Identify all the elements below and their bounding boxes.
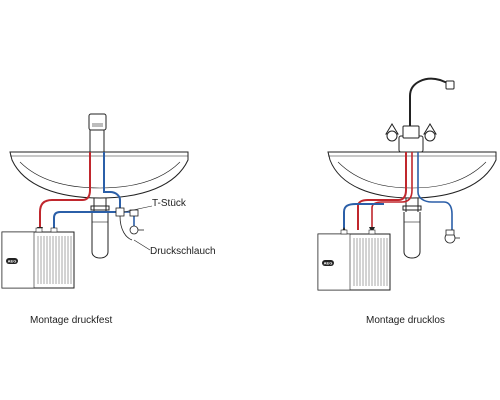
cold-supply-pipe-right: [417, 152, 453, 232]
drain-trap-right: [402, 198, 422, 259]
label-tee-fitting: T-Stück: [152, 198, 187, 209]
washbasin-left: [9, 151, 189, 199]
pressure-hose: [119, 215, 133, 241]
aeg-logo-text-right: AEG: [324, 261, 333, 266]
diagram-pressure-resistant: AEG T-Stück Druckschlauch Montage druckf…: [1, 113, 216, 326]
caption-left: Montage druckfest: [30, 315, 112, 326]
hot-water-pipe-right-2: [371, 152, 413, 230]
leader-lines-left: [123, 205, 153, 251]
drain-trap-left: [90, 198, 110, 259]
water-heater-left: AEG: [1, 227, 75, 289]
aeg-logo-text-left: AEG: [8, 259, 17, 264]
cold-water-pipe-left: [53, 152, 121, 230]
mixer-tap-right: [385, 77, 455, 153]
cold-water-pipe-right: [343, 203, 384, 230]
mixer-tap-left: [88, 113, 107, 153]
label-pressure-hose: Druckschlauch: [150, 246, 216, 257]
caption-right: Montage drucklos: [366, 315, 445, 326]
water-heater-right: AEG: [317, 229, 391, 291]
angle-valve-left: [129, 209, 144, 235]
tee-fitting: [115, 207, 125, 217]
diagram-unpressurized: AEG Montage drucklos: [317, 77, 497, 326]
aeg-logo-right: [322, 260, 334, 266]
hot-water-pipe-left: [39, 152, 91, 230]
angle-valve-right: [444, 229, 460, 244]
aeg-logo-left: [6, 258, 18, 264]
